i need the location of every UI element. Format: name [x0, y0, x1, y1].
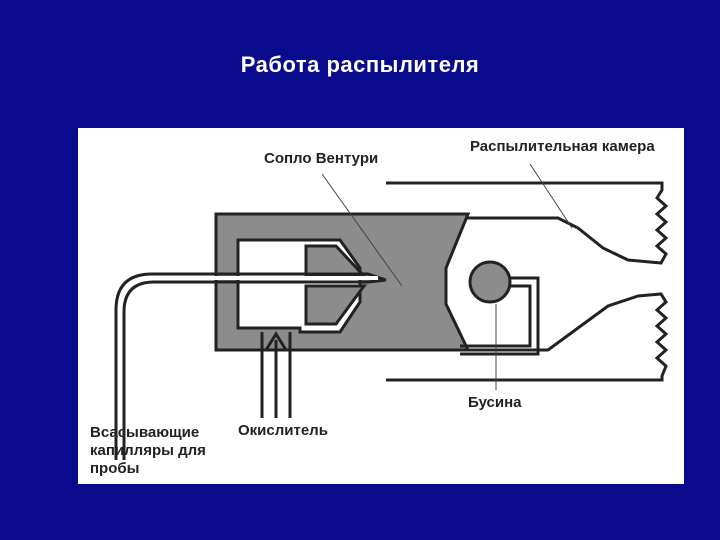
label-spray-chamber: Распылительная камера	[470, 138, 655, 155]
oxidant-arrow	[264, 331, 288, 418]
label-capillary-line2: капилляры для	[90, 442, 206, 459]
slide-title: Работа распылителя	[240, 52, 480, 77]
label-venturi-nozzle: Сопло Вентури	[264, 150, 379, 167]
spray-chamber-upper-wall	[386, 181, 669, 265]
leader-venturi	[321, 173, 403, 287]
label-capillary-line1: Всасывающие	[90, 424, 200, 441]
nebulizer-schematic	[114, 163, 669, 460]
bead-support-rod	[460, 276, 540, 356]
bead	[468, 260, 512, 304]
capillary-tube-inner	[122, 278, 387, 460]
label-bead: Бусина	[468, 394, 522, 411]
capillary-tube	[114, 272, 387, 460]
nebulizer-diagram: Сопло Вентури Распылительная камера Буси…	[78, 128, 684, 484]
leader-spray-chamber	[529, 163, 573, 229]
label-oxidant: Окислитель	[238, 422, 328, 439]
spray-chamber-lower-wall	[386, 292, 669, 382]
oxidant-inlet-pipe	[260, 332, 292, 418]
label-capillary-line3: пробы	[90, 460, 140, 477]
venturi-lower-cone	[304, 284, 367, 326]
